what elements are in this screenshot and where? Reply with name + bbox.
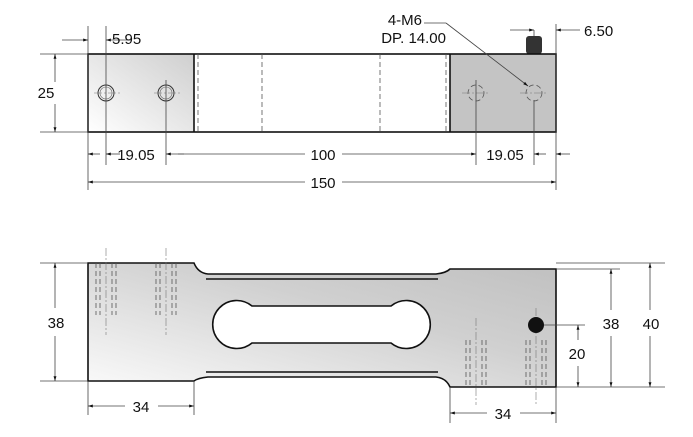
dim-total-height-label: 40 bbox=[643, 316, 660, 333]
callout-depth: DP. 14.00 bbox=[381, 30, 446, 47]
dim-cable-height-label: 20 bbox=[569, 346, 586, 363]
dim-right-block-label: 34 bbox=[495, 406, 512, 423]
top-view: 25 5.95 19.05 100 19.05 150 6.50 4-M6 DP… bbox=[38, 12, 614, 192]
dim-right-height-label: 38 bbox=[603, 316, 620, 333]
dim-hole-spacing-right-label: 19.05 bbox=[486, 147, 524, 164]
dim-center-label: 100 bbox=[310, 147, 335, 164]
dim-left-block-label: 34 bbox=[133, 399, 150, 416]
dim-height-label: 25 bbox=[38, 85, 55, 102]
side-view: 38 34 34 20 38 40 bbox=[40, 248, 665, 423]
center-section bbox=[194, 54, 450, 132]
dim-total-length-label: 150 bbox=[310, 175, 335, 192]
callout-thread: 4-M6 bbox=[388, 12, 422, 29]
bending-beam-window bbox=[211, 299, 432, 350]
dim-hole-offset-label: 5.95 bbox=[112, 31, 141, 48]
cable bbox=[526, 36, 542, 54]
dim-cable-offset-label: 6.50 bbox=[584, 23, 613, 40]
dim-left-height-label: 38 bbox=[48, 315, 65, 332]
cable-entry bbox=[528, 317, 544, 333]
dim-hole-spacing-left-label: 19.05 bbox=[117, 147, 155, 164]
